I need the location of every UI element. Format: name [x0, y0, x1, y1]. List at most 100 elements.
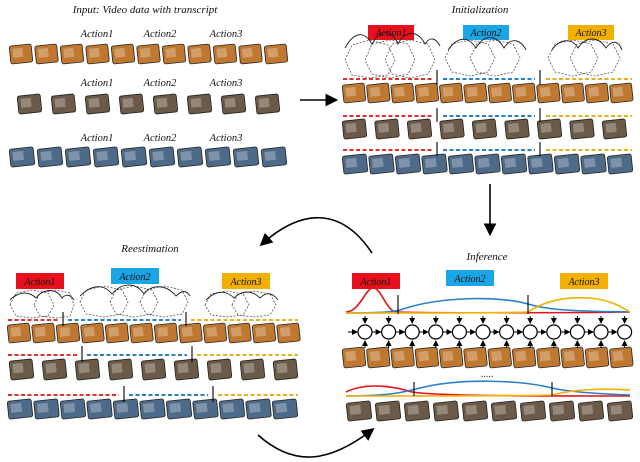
video-frame-highlight — [59, 326, 71, 337]
video-frame — [577, 400, 605, 422]
inf-bottom-probability-curves — [345, 380, 631, 397]
init-action2-label: Action2 — [469, 28, 501, 39]
video-frame — [41, 358, 68, 381]
video-frame — [421, 153, 448, 175]
video-frame — [609, 82, 634, 104]
video-frame — [110, 43, 136, 65]
video-frame — [519, 400, 547, 422]
video-frame — [394, 153, 422, 175]
video-frame — [341, 153, 369, 175]
reest-row2-frames — [8, 358, 299, 381]
video-frame — [512, 82, 537, 104]
video-frame-highlight — [345, 157, 358, 168]
input-row2-action3-label: Action3 — [209, 78, 243, 89]
video-frame-highlight — [588, 350, 600, 362]
video-frame-highlight — [236, 150, 249, 161]
video-frame-highlight — [54, 97, 66, 108]
hmm-state-node — [569, 324, 586, 340]
init-row1-frames — [341, 82, 634, 104]
video-frame — [232, 146, 260, 168]
video-frame — [263, 43, 289, 65]
video-frame-highlight — [466, 350, 478, 362]
video-frame — [548, 400, 576, 422]
video-frame — [187, 43, 212, 65]
hmm-state-node — [357, 324, 373, 340]
video-frame-highlight — [279, 326, 291, 337]
video-frame-highlight — [88, 97, 100, 108]
video-frame-highlight — [345, 86, 357, 97]
video-frame — [254, 93, 281, 115]
video-frame-highlight — [139, 47, 151, 58]
init-hmm-top-2 — [447, 37, 527, 51]
video-frame-highlight — [504, 157, 517, 168]
video-frame-highlight — [475, 122, 487, 133]
video-frame-highlight — [349, 404, 362, 415]
video-frame — [439, 82, 464, 104]
init-hmm-sketches — [344, 39, 621, 79]
video-frame — [414, 346, 440, 369]
input-row3-action3-label: Action3 — [209, 133, 243, 144]
video-frame-highlight — [583, 157, 596, 168]
input-row1-action1-label: Action1 — [80, 29, 114, 40]
input-row1-action3-label: Action3 — [209, 29, 243, 40]
video-frame-highlight — [515, 350, 527, 362]
hmm-state-node — [546, 324, 562, 340]
video-frame — [16, 93, 43, 115]
init-action3-box — [568, 25, 614, 40]
video-frame-highlight — [216, 47, 228, 58]
video-frame — [260, 146, 288, 168]
video-frame — [511, 346, 537, 369]
video-frame — [80, 322, 105, 344]
video-frame — [504, 118, 530, 140]
reest-action1-label: Action1 — [23, 277, 55, 288]
video-frame — [569, 118, 595, 140]
video-frame-highlight — [68, 150, 81, 161]
inf-action-boxes: Action1 Action2 Action3 — [352, 270, 608, 289]
video-frame-highlight — [465, 404, 478, 415]
init-hmm-sketch-tops — [344, 32, 623, 51]
init-row2-frames — [341, 118, 628, 140]
video-frame — [74, 358, 101, 381]
video-frame-highlight — [36, 402, 49, 413]
video-frame-highlight — [122, 97, 134, 108]
input-row3-action1-label: Action1 — [80, 133, 114, 144]
reest-hmm-top-3 — [205, 291, 279, 301]
inf-bottom-yellow-curve — [345, 388, 631, 397]
video-frame — [31, 322, 56, 344]
inf-hmm-chain — [348, 316, 633, 348]
video-frame-highlight — [195, 402, 208, 413]
video-frame-highlight — [208, 150, 221, 161]
init-hmm-sketch-2 — [444, 39, 521, 77]
video-frame — [120, 146, 148, 168]
video-frame-highlight — [152, 150, 165, 161]
video-frame-highlight — [181, 326, 193, 337]
video-frame — [490, 400, 518, 422]
inf-top-yellow-curve — [345, 296, 631, 314]
video-frame-highlight — [224, 97, 236, 108]
video-frame — [536, 346, 561, 369]
video-frame — [403, 400, 431, 422]
video-frame — [139, 398, 166, 420]
video-frame-highlight — [605, 122, 617, 133]
video-frame-highlight — [206, 326, 218, 337]
video-frame-highlight — [63, 47, 75, 58]
video-frame — [461, 400, 489, 422]
video-frame-highlight — [466, 86, 478, 97]
video-frame-highlight — [539, 350, 551, 362]
video-frame — [414, 82, 439, 104]
inf-action2-box — [446, 270, 494, 286]
video-frame — [272, 358, 299, 381]
video-frame — [59, 43, 85, 65]
hmm-state-node — [499, 324, 515, 340]
video-frame — [487, 346, 512, 369]
video-frame-highlight — [410, 122, 422, 133]
video-frame-highlight — [345, 122, 357, 133]
video-frame — [432, 400, 460, 422]
video-frame-highlight — [258, 97, 270, 108]
video-frame — [390, 346, 415, 369]
video-frame — [85, 43, 110, 65]
video-frame — [251, 322, 277, 344]
video-frame-highlight — [63, 402, 76, 413]
video-frame-highlight — [275, 402, 288, 413]
video-frame — [104, 322, 130, 344]
